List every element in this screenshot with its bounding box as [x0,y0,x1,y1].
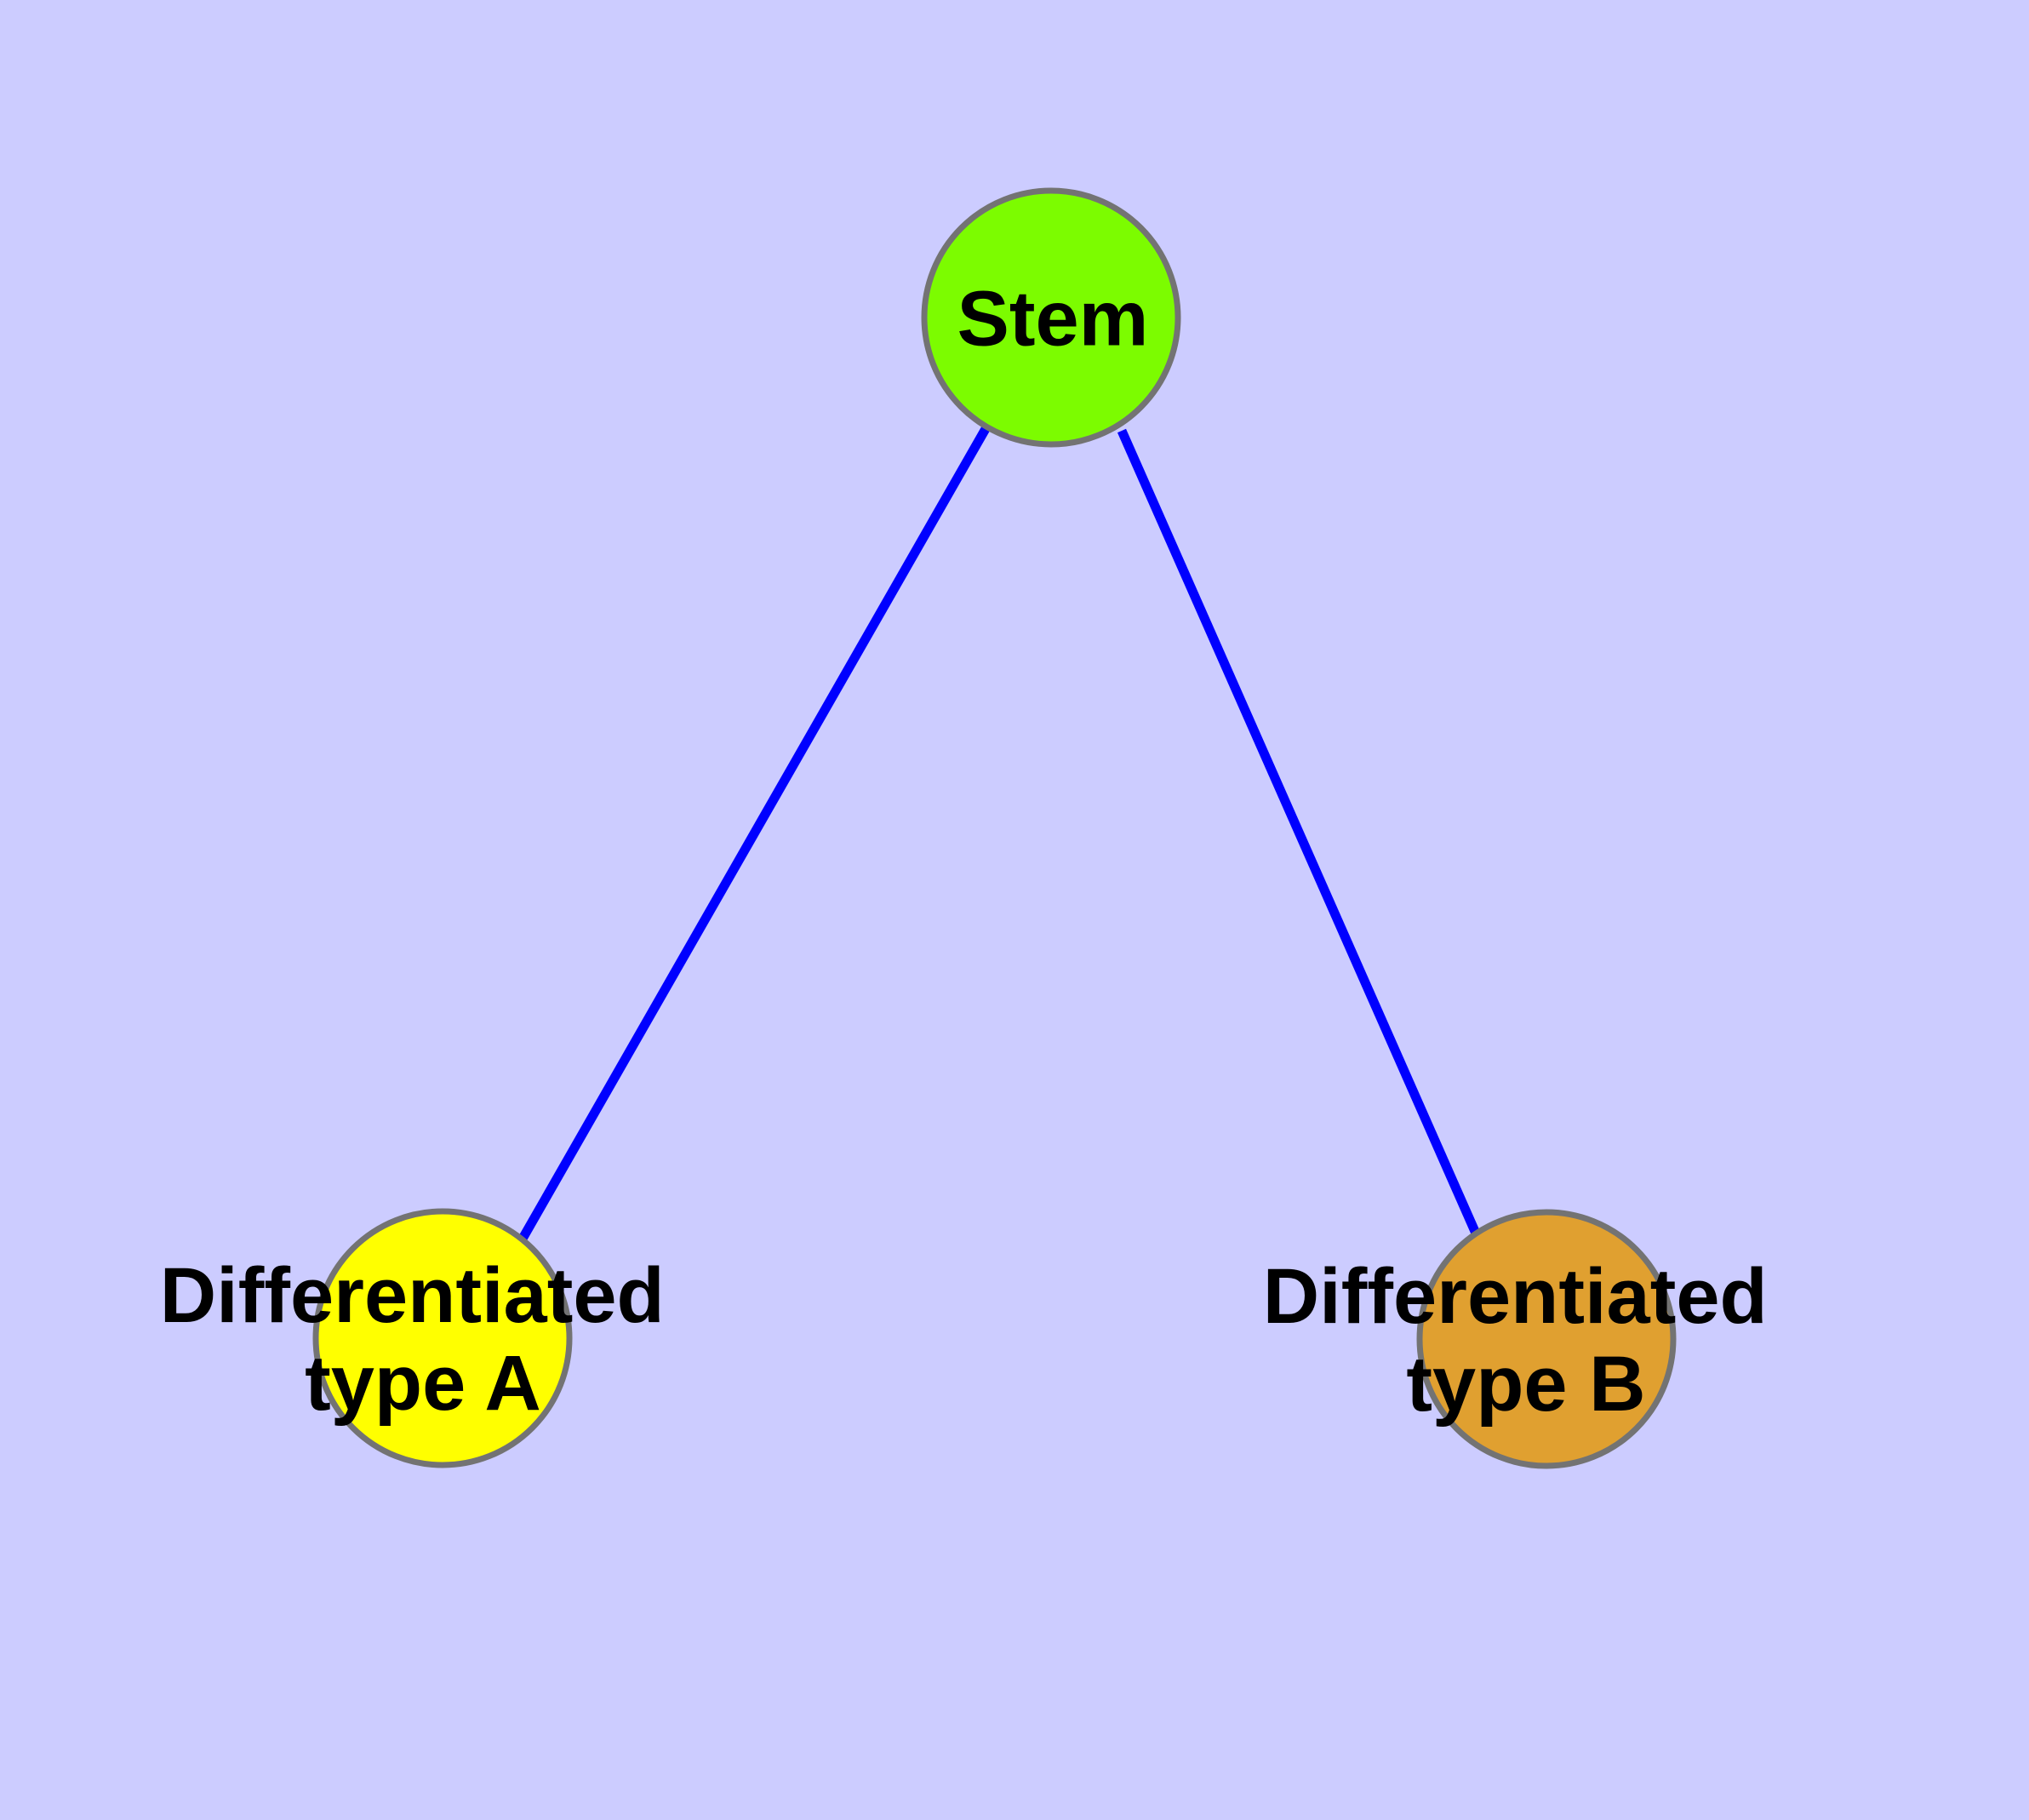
node-stem-circle[interactable] [921,187,1181,448]
node-differentiated-type-b-circle[interactable] [1416,1209,1677,1469]
edges-layer [518,425,1482,1241]
node-differentiated-type-b-label-line-1: Differentiated [1263,1253,1768,1340]
node-differentiated-type-a-label-line-2: type A [305,1340,541,1427]
nodes-layer: Stem Differentiated type A Differentiate… [160,187,1790,1469]
node-differentiated-type-a-circle[interactable] [312,1208,573,1468]
node-differentiated-type-a-label: Differentiated type A [160,1252,687,1427]
node-differentiated-type-a[interactable]: Differentiated type A [160,1208,687,1468]
node-stem-label-line-1: Stem [957,276,1149,363]
edge-stem-to-differentiated-type-b[interactable] [1117,428,1482,1238]
node-differentiated-type-b-label: Differentiated type B [1263,1253,1790,1428]
node-differentiated-type-b-label-line-2: type B [1406,1341,1645,1428]
node-differentiated-type-b[interactable]: Differentiated type B [1263,1209,1790,1469]
node-stem-label: Stem [957,276,1149,363]
node-differentiated-type-a-label-line-1: Differentiated [160,1252,665,1339]
edge-stem-to-differentiated-type-a[interactable] [518,425,991,1241]
node-stem[interactable]: Stem [921,187,1181,448]
